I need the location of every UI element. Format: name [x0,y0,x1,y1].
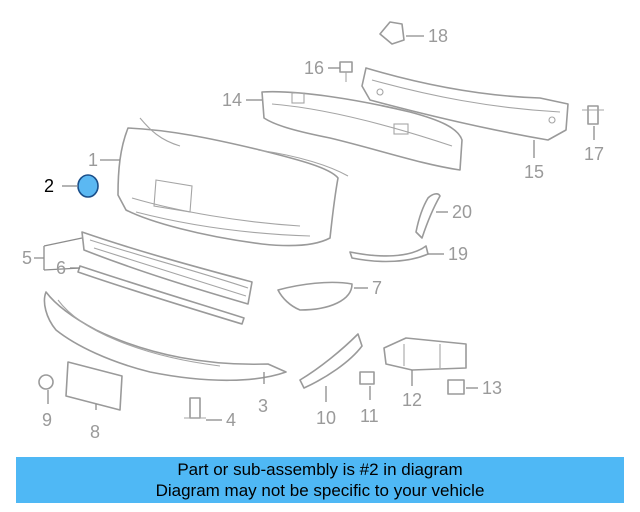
side-trim-part-20[interactable] [415,193,441,239]
callout-3: 3 [258,396,268,416]
screw-part-4[interactable] [184,397,206,419]
callout-12: 12 [402,390,422,410]
callout-14: 14 [222,90,242,110]
callout-19: 19 [448,244,468,264]
banner-line-2: Diagram may not be specific to your vehi… [155,481,485,500]
callout-2[interactable]: 2 [44,176,54,196]
leader-lines [34,35,595,421]
callout-9: 9 [42,410,52,430]
callout-labels: 1 2 3 4 5 6 7 8 9 10 11 12 13 14 15 16 1… [22,26,604,442]
callout-17: 17 [584,144,604,164]
banner-line-1: Part or sub-assembly is #2 in diagram [177,460,463,479]
trim-strip-part-6[interactable] [77,265,245,325]
bumper-cover-part-1[interactable] [117,117,349,247]
nut-part-9[interactable] [38,374,54,390]
callout-18: 18 [428,26,448,46]
info-banner: Part or sub-assembly is #2 in diagram Di… [16,457,624,503]
bracket-part-18[interactable] [379,21,405,45]
bolt-part-17[interactable] [582,105,604,125]
clip-part-11[interactable] [359,371,375,385]
bolt-part-16[interactable] [339,61,353,82]
lower-valance-part-3[interactable] [43,291,287,382]
lower-grille-part-5[interactable] [81,231,253,305]
callout-4: 4 [226,410,236,430]
callout-7: 7 [372,278,382,298]
side-trim-part-19[interactable] [349,245,429,263]
callout-5: 5 [22,248,32,268]
bracket-part-10[interactable] [299,333,363,389]
clip-part-13[interactable] [447,379,465,395]
cap-part-2[interactable] [77,174,99,198]
callout-13: 13 [482,378,502,398]
energy-absorber-part-14[interactable] [261,90,463,171]
callout-15: 15 [524,162,544,182]
callout-8: 8 [90,422,100,442]
bracket-part-12[interactable] [383,337,467,371]
callout-20: 20 [452,202,472,222]
reinforcement-beam-part-15[interactable] [361,67,569,141]
license-bracket-part-8[interactable] [65,361,123,411]
callout-1: 1 [88,150,98,170]
callout-6: 6 [56,258,66,278]
callout-16: 16 [304,58,324,78]
callout-11: 11 [360,406,379,426]
fog-lamp-trim-part-7[interactable] [277,281,353,311]
callout-10: 10 [316,408,336,428]
